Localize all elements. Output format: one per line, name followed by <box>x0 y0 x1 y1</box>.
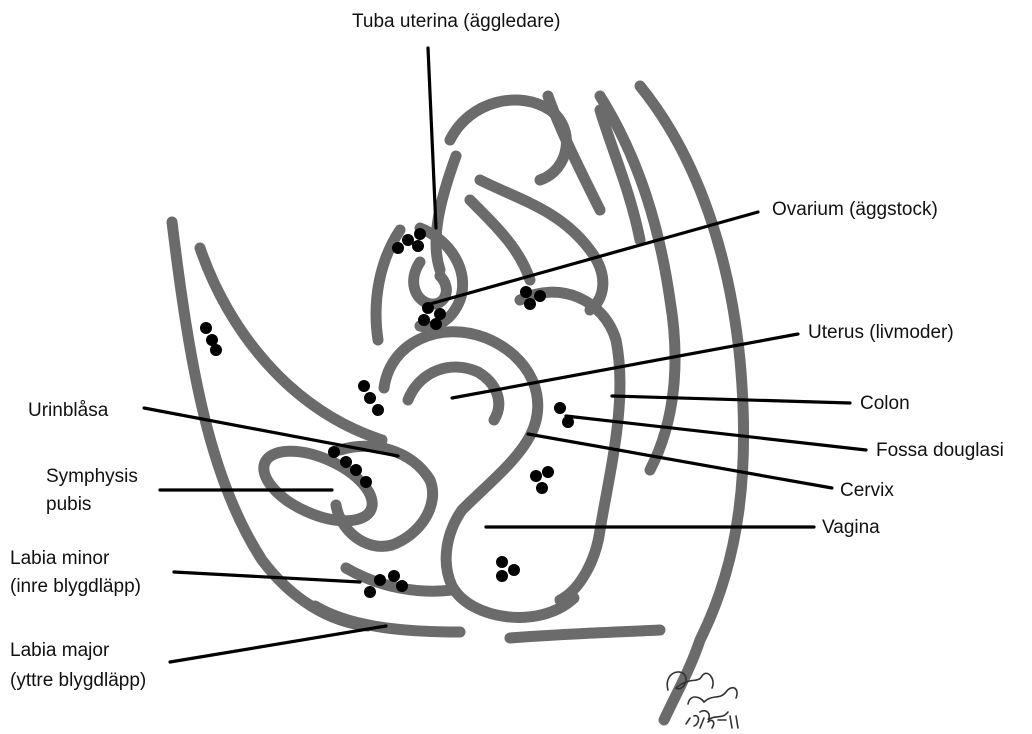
label-fossa-douglasi: Fossa douglasi <box>876 440 1004 461</box>
leader-labia-major <box>170 626 386 662</box>
dot <box>534 290 546 302</box>
dot <box>200 322 212 334</box>
leader-colon <box>612 396 850 403</box>
label-ovarium: Ovarium (äggstock) <box>772 199 938 220</box>
dot <box>536 482 548 494</box>
dot <box>340 456 352 468</box>
leader-tuba <box>428 48 436 228</box>
dot <box>554 402 566 414</box>
dot <box>520 286 532 298</box>
dot <box>414 228 426 240</box>
label-uterus: Uterus (livmoder) <box>808 322 954 343</box>
dot <box>418 314 430 326</box>
uterus-inner-outline <box>408 367 499 420</box>
leader-ovarium <box>430 212 758 304</box>
perineum-line <box>510 630 660 638</box>
dot <box>524 298 536 310</box>
label-labia-major-line1: Labia major <box>10 640 110 661</box>
label-symphysis-line2: pubis <box>46 494 91 515</box>
dot <box>542 466 554 478</box>
pelvis-drawing <box>172 86 744 720</box>
dot <box>412 240 424 252</box>
outline-strokes <box>172 86 744 720</box>
abdominal-wall-inner <box>200 248 382 440</box>
dot <box>328 446 340 458</box>
intestine-loop-3 <box>548 96 600 210</box>
dot <box>388 570 400 582</box>
dot <box>360 476 372 488</box>
dot <box>372 404 384 416</box>
leader-lines <box>144 48 866 662</box>
dot <box>430 318 442 330</box>
dot <box>358 380 370 392</box>
dot <box>350 464 362 476</box>
label-tuba-uterina: Tuba uterina (äggledare) <box>352 11 560 32</box>
label-vagina: Vagina <box>822 517 880 538</box>
dot <box>402 234 414 246</box>
label-labia-minor-line2: (inre blygdläpp) <box>10 576 141 597</box>
label-cervix: Cervix <box>840 480 894 501</box>
dot <box>392 242 404 254</box>
dot <box>364 392 376 404</box>
dot <box>508 564 520 576</box>
label-labia-major-line2: (yttre blygdläpp) <box>10 670 146 691</box>
intestine-loop-6 <box>470 200 530 280</box>
dot <box>530 470 542 482</box>
labia-major-outline <box>315 606 460 632</box>
dot <box>374 574 386 586</box>
label-urinblasa: Urinblåsa <box>28 400 109 421</box>
dot <box>396 580 408 592</box>
dot <box>496 570 508 582</box>
dot <box>364 586 376 598</box>
dot <box>210 344 222 356</box>
label-labia-minor-line1: Labia minor <box>10 548 110 569</box>
label-colon: Colon <box>860 393 910 414</box>
label-symphysis-line1: Symphysis <box>46 466 138 487</box>
dot <box>496 556 508 568</box>
